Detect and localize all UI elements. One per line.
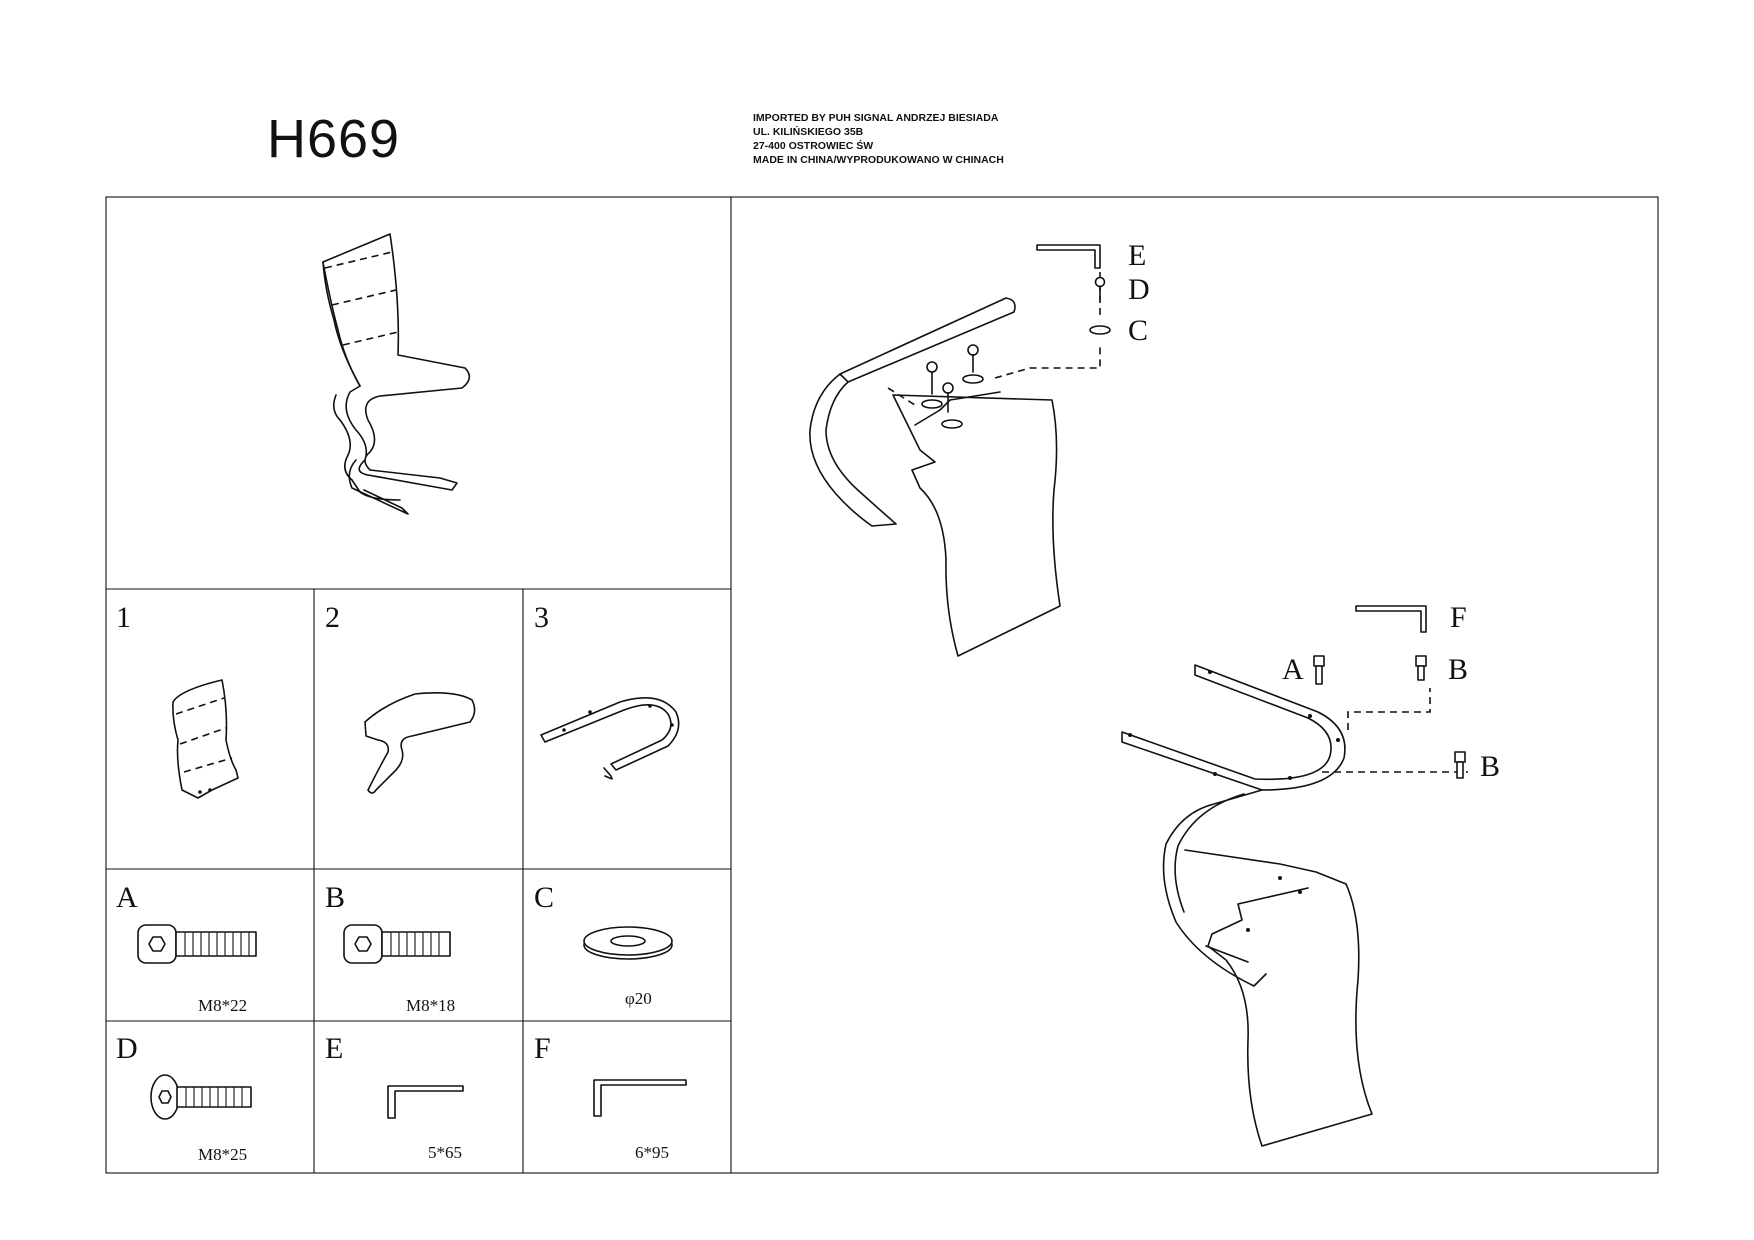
bolt-d-drawing: [150, 1074, 252, 1120]
bolt-a-drawing: [137, 924, 257, 964]
assembled-chair-drawing: [322, 233, 471, 515]
hardware-size: M8*22: [198, 996, 247, 1015]
bolt-icon: [1415, 655, 1427, 681]
model-number: H669: [267, 109, 401, 169]
hardware-label: C: [534, 881, 554, 914]
bolt-icon: [1454, 751, 1466, 779]
allen-key-icon: [1355, 605, 1427, 633]
importer-line: 27-400 OSTROWIEC ŚW: [753, 140, 874, 152]
importer-line: IMPORTED BY PUH SIGNAL ANDRZEJ BIESIADA: [753, 112, 999, 124]
part-2-seat-drawing: [364, 692, 476, 794]
callout-c: C: [1128, 314, 1148, 347]
part-label: 2: [325, 601, 340, 634]
callout-e: E: [1128, 239, 1146, 272]
hardware-label: A: [116, 881, 138, 914]
hardware-size: M8*25: [198, 1145, 247, 1164]
importer-line: UL. KILIŃSKIEGO 35B: [753, 126, 864, 138]
allen-key-f-drawing: [593, 1079, 687, 1117]
importer-info: IMPORTED BY PUH SIGNAL ANDRZEJ BIESIADA …: [753, 111, 1004, 167]
hardware-label: D: [116, 1032, 138, 1065]
step2-assembly-drawing: F A B B: [1121, 601, 1500, 1147]
part-1-backrest-drawing: [172, 679, 239, 799]
bolt-icon: [1313, 655, 1325, 685]
hardware-label: E: [325, 1032, 343, 1065]
washer-c-drawing: [583, 926, 673, 960]
hardware-label: B: [325, 881, 345, 914]
hardware-size: 6*95: [635, 1143, 669, 1162]
bolt-b-drawing: [343, 924, 451, 964]
part-label: 3: [534, 601, 549, 634]
part-3-frame-drawing: [540, 696, 680, 780]
hardware-label: F: [534, 1032, 551, 1065]
allen-key-icon: [1036, 244, 1101, 269]
hardware-size: M8*18: [406, 996, 455, 1015]
grid-frame: [105, 196, 1659, 1174]
hardware-size: 5*65: [428, 1143, 462, 1162]
callout-b: B: [1480, 750, 1500, 783]
hardware-size: φ20: [625, 989, 652, 1008]
allen-key-e-drawing: [387, 1085, 464, 1119]
washer-icon: [1089, 325, 1111, 335]
callout-b: B: [1448, 653, 1468, 686]
part-label: 1: [116, 601, 131, 634]
screw-icon: [1094, 276, 1106, 288]
callout-f: F: [1450, 601, 1467, 634]
screw-icon: [921, 344, 984, 429]
callout-a: A: [1282, 653, 1304, 686]
step1-assembly-drawing: E D C: [809, 239, 1150, 657]
importer-line: MADE IN CHINA/WYPRODUKOWANO W CHINACH: [753, 154, 1004, 166]
callout-d: D: [1128, 273, 1150, 306]
